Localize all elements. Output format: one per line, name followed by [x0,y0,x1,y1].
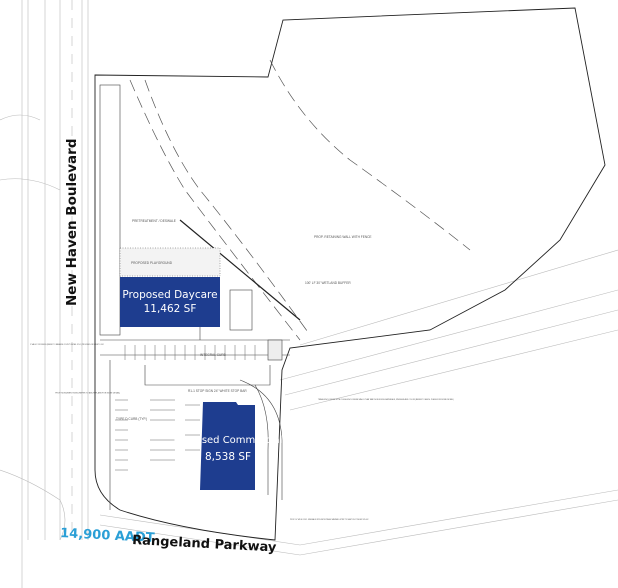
note-pretreatment: PRETREATMENT / DESWALE [132,219,176,223]
note-trash-enclosure: TRASH ENCLOSURE WITH 6' HIGH ENCLOSURE W… [318,398,454,401]
note-sidewalk: PROP. 10' WIDE CONC. SIDEWALK WITH DETEC… [290,518,368,521]
daycare-area: 11,462 SF [144,303,197,315]
note-wetland-buffer: 100' LF 30' WETLAND BUFFER [305,281,351,285]
note-valley-crossing: 5' VALLEY CROSSING (REFER TO MANATEE COU… [30,343,104,346]
daycare-building [120,277,220,327]
note-retaining-wall: PROP. RETAINING WALL WITH FENCE [314,235,372,239]
parking-stalls [115,345,256,471]
note-stop-sign: R1-1 STOP SIGN 24" WHITE STOP BAR [188,389,247,393]
property-boundary [94,7,606,541]
note-playground: PROPOSED PLAYGROUND [131,261,173,265]
rangeland-parkway-linework [99,249,618,556]
commercial-building [200,402,255,490]
new-haven-boulevard-label: New Haven Boulevard [64,139,80,307]
commercial-area: 8,538 SF [205,451,251,463]
new-haven-boulevard-linework [0,0,89,588]
commercial-label-title: Proposed Commercial [173,435,282,446]
note-curb: TYPE D CURB (TYP.) [116,417,147,421]
note-integral-curb: INTEGRAL CURB [200,353,226,357]
wetland-buffer-lines [129,59,471,341]
note-monument-sign: PROP. MONUMENT SIGN (REFER TO ARCH. PLAN… [55,392,120,395]
daycare-label: Proposed Daycare [122,289,217,301]
aadt-label: 14,900 AADT [60,526,155,546]
rangeland-parkway-label: Rangeland Parkway [132,533,277,556]
playground-area [119,247,221,277]
